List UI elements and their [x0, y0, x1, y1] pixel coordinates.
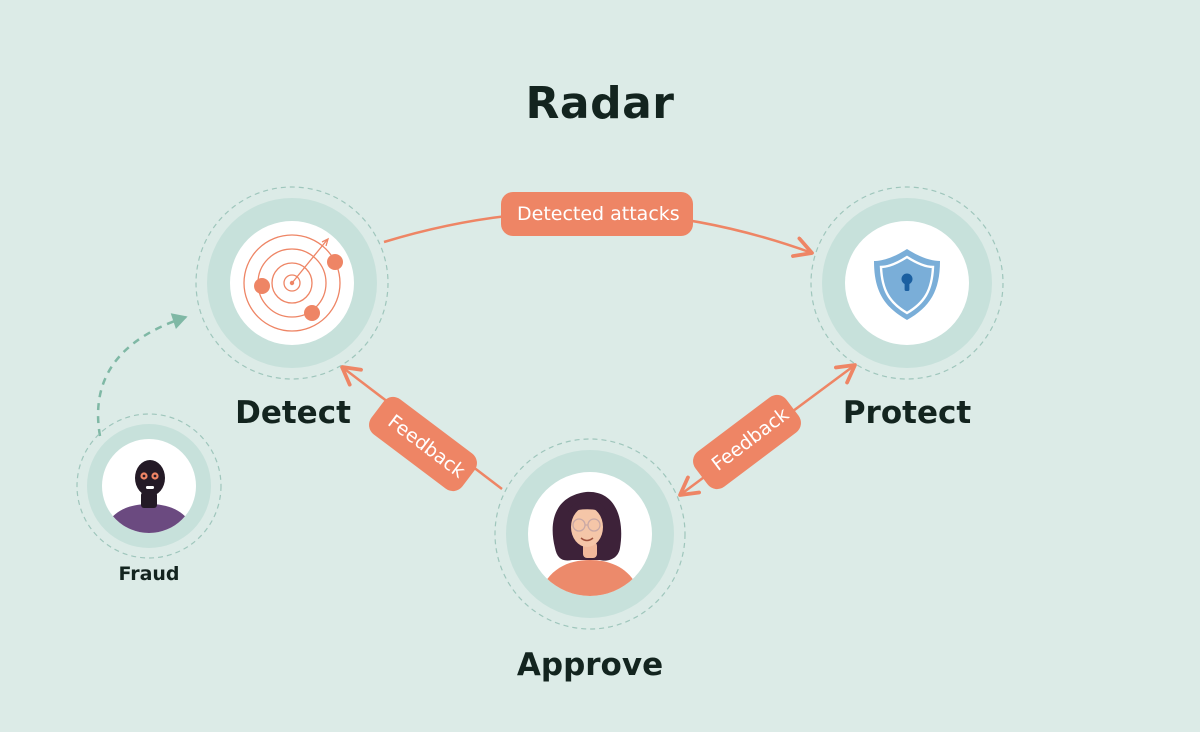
detected-attacks-badge: Detected attacks: [501, 192, 693, 236]
fraud-node: [76, 413, 222, 559]
masked-fraudster-icon: [104, 460, 194, 533]
approve-node: [494, 438, 686, 630]
protect-node: [810, 186, 1004, 380]
detect-label: Detect: [235, 395, 351, 431]
shield-lock-icon: [874, 249, 940, 320]
detect-node: [195, 186, 389, 380]
radar-icon: [243, 234, 343, 332]
fraud-dashed-arrow: [96, 313, 188, 437]
woman-avatar-icon: [538, 491, 642, 596]
fraud-label: Fraud: [118, 563, 180, 585]
approve-label: Approve: [516, 647, 664, 683]
protect-label: Protect: [842, 395, 972, 431]
diagram-title: Radar: [525, 78, 675, 129]
